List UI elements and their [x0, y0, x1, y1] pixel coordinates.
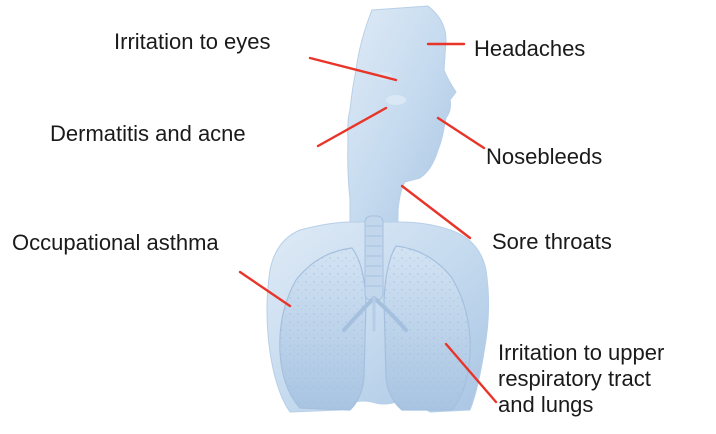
- label-upper-respiratory: Irritation to upper respiratory tract an…: [498, 340, 664, 418]
- label-sore-throats: Sore throats: [492, 229, 612, 255]
- label-headaches: Headaches: [474, 36, 585, 62]
- label-nosebleeds: Nosebleeds: [486, 144, 602, 170]
- label-dermatitis: Dermatitis and acne: [50, 121, 246, 147]
- label-irritation-eyes: Irritation to eyes: [114, 29, 271, 55]
- pointer-nosebleeds: [438, 118, 484, 148]
- label-upper-respiratory-line-3: and lungs: [498, 392, 664, 418]
- head-silhouette: [348, 6, 456, 228]
- label-upper-respiratory-line-2: respiratory tract: [498, 366, 664, 392]
- label-occupational-asthma: Occupational asthma: [12, 230, 219, 256]
- label-upper-respiratory-line-1: Irritation to upper: [498, 340, 664, 366]
- eye-highlight: [386, 95, 406, 105]
